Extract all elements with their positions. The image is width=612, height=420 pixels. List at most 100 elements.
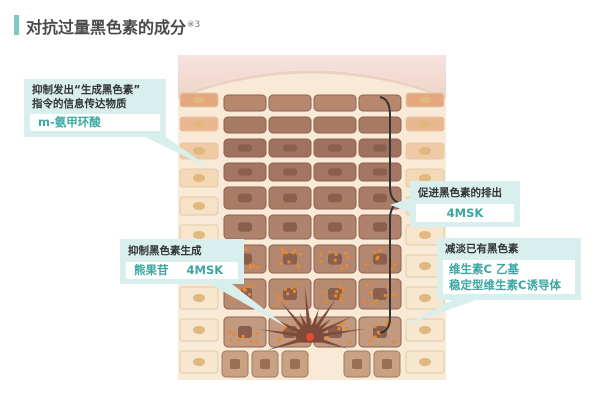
cell-nucleus — [352, 359, 362, 369]
cell-nucleus — [419, 120, 431, 128]
melanin-dot — [242, 287, 246, 291]
callout-promote-excretion: 促进黑色素的排出 4MSK — [410, 181, 520, 227]
cell-nucleus — [328, 222, 342, 232]
melanin-dot — [338, 285, 342, 289]
melanin-dot — [371, 301, 375, 306]
melanin-dot — [248, 299, 252, 303]
skin-cross-section-diagram — [178, 55, 446, 380]
melanin-dot — [348, 340, 352, 344]
cell-nucleus — [193, 326, 205, 334]
melanin-dot — [321, 290, 325, 294]
melanin-dot — [275, 293, 279, 297]
melanin-dot — [390, 293, 394, 297]
melanin-dot — [280, 247, 284, 251]
pigmented-cell — [313, 94, 357, 112]
cell-nucleus — [419, 294, 431, 302]
pigmented-cell — [223, 116, 267, 134]
skin-surface — [178, 55, 446, 95]
callout-reduce-existing-heading: 减淡已有黑色素 — [445, 243, 519, 255]
melanin-dot — [229, 338, 233, 342]
melanin-dot — [373, 335, 377, 339]
cell-nucleus — [328, 288, 342, 300]
callout-inhibit-signal: 抑制发出“生成黑色素” 指令的信息传达物质 m-氨甲环酸 — [24, 79, 166, 137]
cell-nucleus — [283, 144, 297, 152]
melanin-dot — [393, 293, 398, 297]
cell-nucleus — [328, 193, 342, 203]
cell-nucleus — [419, 147, 431, 155]
cell-nucleus — [193, 294, 205, 302]
callout-promote-excretion-heading: 促进黑色素的排出 — [418, 187, 502, 199]
pigmented-cell — [223, 94, 267, 112]
melanin-dot — [293, 248, 297, 252]
melanin-dot — [237, 338, 241, 342]
cell-nucleus — [373, 144, 387, 152]
pigmented-cell — [358, 94, 402, 112]
cell-nucleus — [283, 193, 297, 203]
melanin-dot — [324, 299, 328, 303]
cell-nucleus — [193, 120, 205, 128]
melanin-dot — [362, 299, 367, 303]
pigmented-cell — [358, 116, 402, 134]
cell-nucleus — [419, 358, 431, 366]
cell-nucleus — [193, 202, 205, 210]
melanin-dot — [284, 251, 288, 255]
melanin-dot — [287, 260, 291, 264]
ingredient-vitamin-c: 维生素C 乙基 稳定型维生素C诱导体 — [443, 260, 575, 294]
melanin-dot — [328, 250, 332, 254]
cell-nucleus — [193, 358, 205, 366]
cell-nucleus — [193, 96, 205, 104]
cell-nucleus — [328, 144, 342, 152]
melanin-dot — [319, 253, 323, 257]
callout-reduce-existing: 减淡已有黑色素 维生素C 乙基 稳定型维生素C诱导体 — [437, 238, 581, 300]
ingredient-tranexamic-acid: m-氨甲环酸 — [30, 114, 160, 131]
cell-nucleus — [419, 96, 431, 104]
melanin-dot — [292, 289, 297, 293]
melanin-dot — [342, 287, 346, 291]
melanin-dot — [297, 265, 301, 269]
melanin-dot — [233, 332, 237, 336]
melanin-dot — [337, 327, 341, 331]
pigmented-cell — [313, 116, 357, 134]
cell-nucleus — [238, 168, 252, 176]
melanin-dot — [230, 296, 234, 300]
melanin-dot — [290, 286, 294, 290]
melanin-dot — [373, 325, 377, 329]
melanin-dot — [364, 262, 368, 267]
melanocyte-cell — [258, 286, 366, 351]
melanin-dot — [345, 264, 349, 268]
pigmented-cell — [268, 116, 312, 134]
cell-nucleus — [382, 359, 392, 369]
melanin-dot — [385, 321, 389, 325]
melanin-dot — [275, 302, 279, 306]
footnote-marker: ※3 — [187, 19, 201, 30]
melanin-dot — [318, 260, 323, 264]
callout-inhibit-signal-heading: 抑制发出“生成黑色素” 指令的信息传达物质 — [32, 84, 141, 110]
cell-nucleus — [283, 253, 297, 265]
melanin-dot — [286, 292, 290, 296]
melanin-dot — [248, 265, 252, 270]
cell-nucleus — [419, 262, 431, 270]
cell-nucleus — [373, 222, 387, 232]
cell-nucleus — [193, 147, 205, 155]
melanin-dot — [340, 267, 344, 271]
melanin-dot — [254, 332, 259, 336]
melanin-dot — [255, 339, 259, 344]
melanin-dot — [346, 255, 350, 259]
melanin-dot — [335, 290, 339, 294]
cell-nucleus — [328, 168, 342, 176]
melanin-dot — [238, 287, 242, 291]
melanin-dot — [244, 248, 248, 252]
melanin-dot — [334, 294, 338, 298]
cell-nucleus — [373, 253, 387, 265]
melanin-dot — [378, 248, 382, 252]
melanin-dot — [248, 263, 252, 267]
melanin-dot — [278, 296, 282, 300]
melanin-dot — [283, 287, 288, 291]
melanin-dot — [298, 252, 302, 256]
melanin-dot — [393, 263, 397, 267]
melanin-dot — [392, 339, 396, 344]
cell-nucleus — [238, 193, 252, 203]
cell-nucleus — [419, 231, 431, 239]
cell-nucleus — [260, 359, 270, 369]
melanin-dot — [291, 251, 295, 255]
